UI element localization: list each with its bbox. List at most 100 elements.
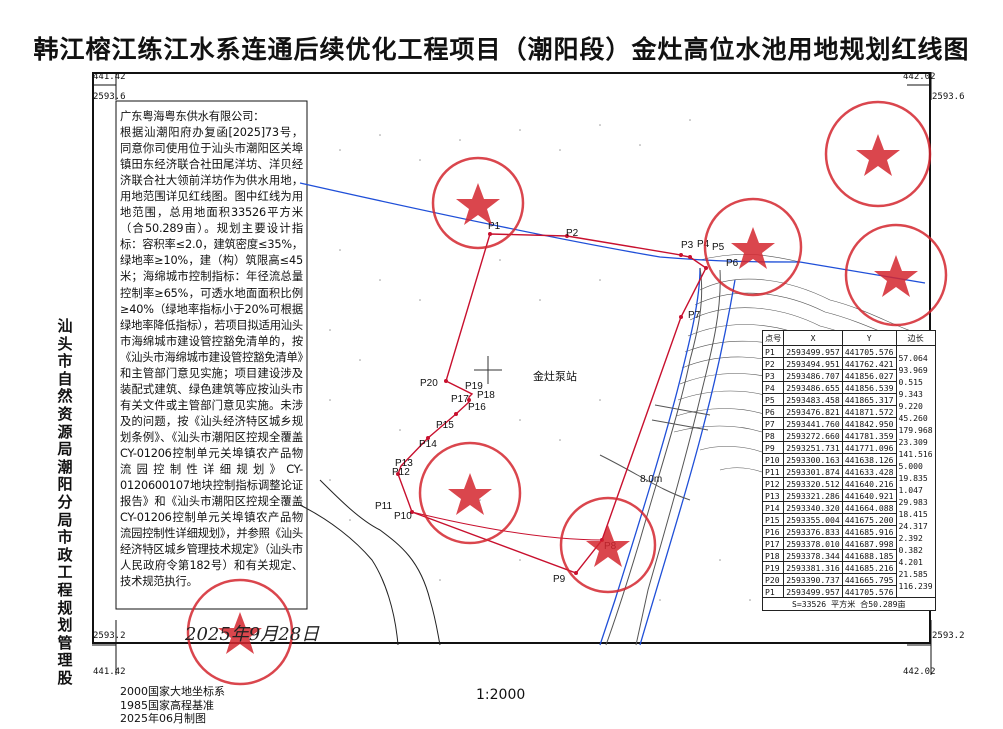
coord-cell-point: P13: [761, 489, 785, 502]
coord-cell-y: 441685.216: [841, 561, 897, 574]
coord-cell-point: P4: [761, 381, 785, 394]
coord-table-area-row: S=33526 平方米 合50.289亩: [762, 597, 936, 611]
coord-cell-distance: 45.260: [895, 411, 936, 424]
approval-note: 广东粤海粤东供水有限公司： 根据汕潮阳府办复函[2025]73号，同意你司使用位…: [120, 109, 303, 590]
coord-cell-distance: 24.317: [895, 519, 936, 532]
coord-cell-y: 441638.126: [841, 453, 897, 466]
coord-cell-point: P9: [761, 441, 785, 454]
coord-cell-x: 2593483.458: [783, 393, 843, 406]
coord-cell-distance: 57.064: [895, 351, 936, 364]
coord-cell-distance: 21.585: [895, 567, 936, 580]
point-label-p7: P7: [688, 310, 701, 321]
coord-cell-x: 2593486.707: [783, 369, 843, 382]
stamp-1: [431, 156, 525, 250]
coord-cell-point: P11: [761, 465, 785, 478]
stamp-seals: [186, 100, 948, 686]
point-label-p12: P12: [392, 467, 410, 478]
coord-cell-x: 2593272.660: [783, 429, 843, 442]
coord-cell-x: 2593499.957: [783, 585, 843, 598]
coord-cell-y: 441665.795: [841, 573, 897, 586]
coord-cell-distance: 0.382: [895, 543, 936, 556]
point-label-p3: P3: [681, 240, 694, 251]
coord-cell-distance: 0.515: [895, 375, 936, 388]
coord-cell-x: 2593381.316: [783, 561, 843, 574]
point-label-p13: P13: [395, 458, 413, 469]
coord-cell-x: 2593320.512: [783, 477, 843, 490]
point-label-p20: P20: [420, 378, 438, 389]
grid-ticks: [92, 72, 932, 675]
coord-cell-distance: 93.969: [895, 363, 936, 376]
stream-lines: [299, 479, 441, 646]
coord-cell-distance: 116.239: [895, 579, 936, 592]
page-title: 韩江榕江练江水系连通后续优化工程项目（潮阳段）金灶高位水池用地规划红线图: [33, 35, 970, 64]
stamp-6: [559, 496, 657, 594]
stamp-4: [844, 223, 948, 327]
coord-cell-distance: 19.835: [895, 471, 936, 484]
point-label-p9: P9: [553, 574, 566, 585]
coord-cell-x: 2593321.286: [783, 489, 843, 502]
coord-cell-y: 441781.359: [841, 429, 897, 442]
coord-cell-point: P20: [761, 573, 785, 586]
grid-label-br-x: 442.02: [903, 667, 936, 677]
coord-cell-y: 441856.539: [841, 381, 897, 394]
coord-cell-point: P15: [761, 513, 785, 526]
coord-cell-y: 441675.200: [841, 513, 897, 526]
coord-cell-point: P3: [761, 369, 785, 382]
coord-cell-distance: 179.968: [895, 423, 936, 436]
coord-cell-distance: 9.220: [895, 399, 936, 412]
note-body: 根据汕潮阳府办复函[2025]73号，同意你司使用位于汕头市潮阳区关埠镇田东经济…: [120, 126, 303, 589]
coord-cell-point: P8: [761, 429, 785, 442]
stamp-2: [703, 197, 803, 297]
coord-cell-x: 2593376.833: [783, 525, 843, 538]
authority-label: 汕头市自然资源局潮阳分局市政工程规划管理股: [57, 317, 73, 687]
point-label-p15: P15: [436, 420, 454, 431]
terrain-dots: [329, 119, 751, 601]
coord-cell-point: P1: [761, 345, 785, 358]
coord-cell-distance: 9.343: [895, 387, 936, 400]
grid-label-bl-y: 2593.2: [93, 631, 126, 641]
footer-datum2: 1985国家高程基准: [120, 698, 214, 712]
coord-cell-point: P7: [761, 417, 785, 430]
coord-cell-x: 2593494.951: [783, 357, 843, 370]
coord-cell-x: 2593476.821: [783, 405, 843, 418]
stamp-3: [824, 100, 932, 208]
coord-cell-y: 441842.950: [841, 417, 897, 430]
grid-crosshair: [474, 356, 502, 384]
coord-cell-y: 441856.027: [841, 369, 897, 382]
coord-cell-x: 2593378.344: [783, 549, 843, 562]
coord-cell-x: 2593300.163: [783, 453, 843, 466]
road-edges: [599, 267, 721, 646]
point-label-p14: P14: [419, 439, 437, 450]
coord-table-header: 点号 X Y 边长: [761, 330, 936, 346]
coord-cell-x: 2593251.731: [783, 441, 843, 454]
coord-cell-point: P18: [761, 549, 785, 562]
coord-cell-y: 441685.916: [841, 525, 897, 538]
coord-cell-x: 2593340.320: [783, 501, 843, 514]
coord-cell-y: 441762.421: [841, 357, 897, 370]
coord-cell-distance: 1.047: [895, 483, 936, 496]
coord-header-y: Y: [841, 330, 897, 346]
point-label-p1: P1: [488, 221, 501, 232]
coord-cell-y: 441688.185: [841, 549, 897, 562]
coord-cell-distance: 29.983: [895, 495, 936, 508]
grid-label-tr-x: 442.02: [903, 72, 936, 82]
coord-table-area: S=33526 平方米 合50.289亩: [762, 597, 936, 611]
coord-cell-x: 2593355.004: [783, 513, 843, 526]
coord-cell-distance: 2.392: [895, 531, 936, 544]
coord-cell-x: 2593499.957: [783, 345, 843, 358]
coord-cell-point: P19: [761, 561, 785, 574]
coord-cell-point: P2: [761, 357, 785, 370]
coord-header-dist: 边长: [895, 330, 936, 346]
coord-header-x: X: [783, 330, 843, 346]
coord-header-point: 点号: [761, 330, 785, 346]
grid-label-bl-x: 441.42: [93, 667, 126, 677]
footer-datum1: 2000国家大地坐标系: [120, 685, 225, 698]
